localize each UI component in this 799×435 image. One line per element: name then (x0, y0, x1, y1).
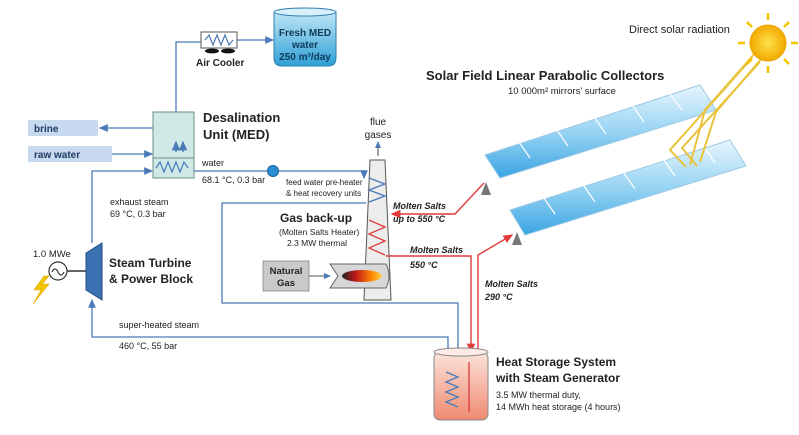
turbine-label-2: & Power Block (109, 272, 193, 286)
gas-backup-capacity: 2.3 MW thermal (287, 238, 347, 248)
solar-field-subtitle: 10 000m² mirrors' surface (508, 86, 616, 97)
brine-label: brine (34, 124, 59, 135)
salt-hot-label: Molten Salts (393, 201, 446, 211)
flue-gases-2: gases (365, 130, 392, 141)
solar-radiation-label: Direct solar radiation (629, 24, 730, 36)
flue-gases-1: flue (370, 117, 387, 128)
raw-water-box (28, 146, 112, 162)
salt-mid-label: Molten Salts (410, 245, 463, 255)
med-unit (152, 111, 195, 179)
superheated-label: super-heated steam (119, 320, 199, 330)
water-lines (88, 36, 459, 355)
pump-icon (267, 165, 279, 177)
salt-hot-temp: up to 550 °C (393, 214, 446, 224)
generator-icon (48, 261, 68, 281)
gas-backup-subtitle: (Molten Salts Heater) (279, 227, 359, 237)
sunlight-rays (668, 51, 763, 168)
fresh-water-label-2: water (291, 40, 318, 51)
water-stream-conditions: 68.1 °C, 0.3 bar (202, 175, 265, 185)
salt-cold-temp: 290 °C (484, 292, 513, 302)
air-cooler (200, 31, 238, 54)
sun-icon (738, 13, 798, 73)
collector-row-lower (509, 136, 747, 236)
raw-water-label: raw water (34, 150, 80, 161)
water-stream-label: water (201, 158, 224, 168)
steam-turbine (85, 242, 103, 301)
collector-support-upper (481, 182, 491, 195)
flame-icon (329, 263, 390, 289)
med-title-1: Desalination (203, 110, 280, 125)
natural-gas-label-2: Gas (277, 278, 295, 289)
storage-detail-1: 3.5 MW thermal duty, (496, 390, 581, 400)
turbine-label-1: Steam Turbine (109, 256, 192, 270)
lightning-icon (32, 275, 50, 305)
gas-backup-title: Gas back-up (280, 211, 352, 225)
feedwater-label-1: feed water pre-heater (286, 178, 363, 187)
feedwater-label-2: & heat recovery units (286, 189, 361, 198)
collector-support-lower (512, 232, 522, 245)
salt-cold-label: Molten Salts (485, 279, 538, 289)
storage-title-1: Heat Storage System (496, 355, 616, 369)
salt-lines (386, 182, 514, 354)
solar-field-title: Solar Field Linear Parabolic Collectors (426, 68, 664, 83)
storage-detail-2: 14 MWh heat storage (4 hours) (496, 402, 621, 412)
fresh-water-label-3: 250 m³/day (279, 52, 331, 63)
superheated-conditions: 460 °C, 55 bar (119, 341, 177, 351)
salt-mid-temp: 550 °C (410, 260, 438, 270)
exhaust-steam-label: exhaust steam (110, 197, 169, 207)
natural-gas-box (262, 260, 310, 292)
exhaust-steam-conditions: 69 °C, 0.3 bar (110, 209, 166, 219)
air-cooler-label: Air Cooler (196, 58, 244, 69)
generator-power: 1.0 MWe (33, 249, 71, 260)
fresh-water-label-1: Fresh MED (279, 28, 331, 39)
heat-storage-tank (433, 347, 489, 421)
brine-box (28, 120, 98, 136)
storage-title-2: with Steam Generator (495, 371, 620, 385)
med-title-2: Unit (MED) (203, 127, 269, 142)
natural-gas-label-1: Natural (270, 266, 303, 277)
fresh-water-tank (273, 7, 337, 67)
collector-row-upper (484, 84, 717, 179)
